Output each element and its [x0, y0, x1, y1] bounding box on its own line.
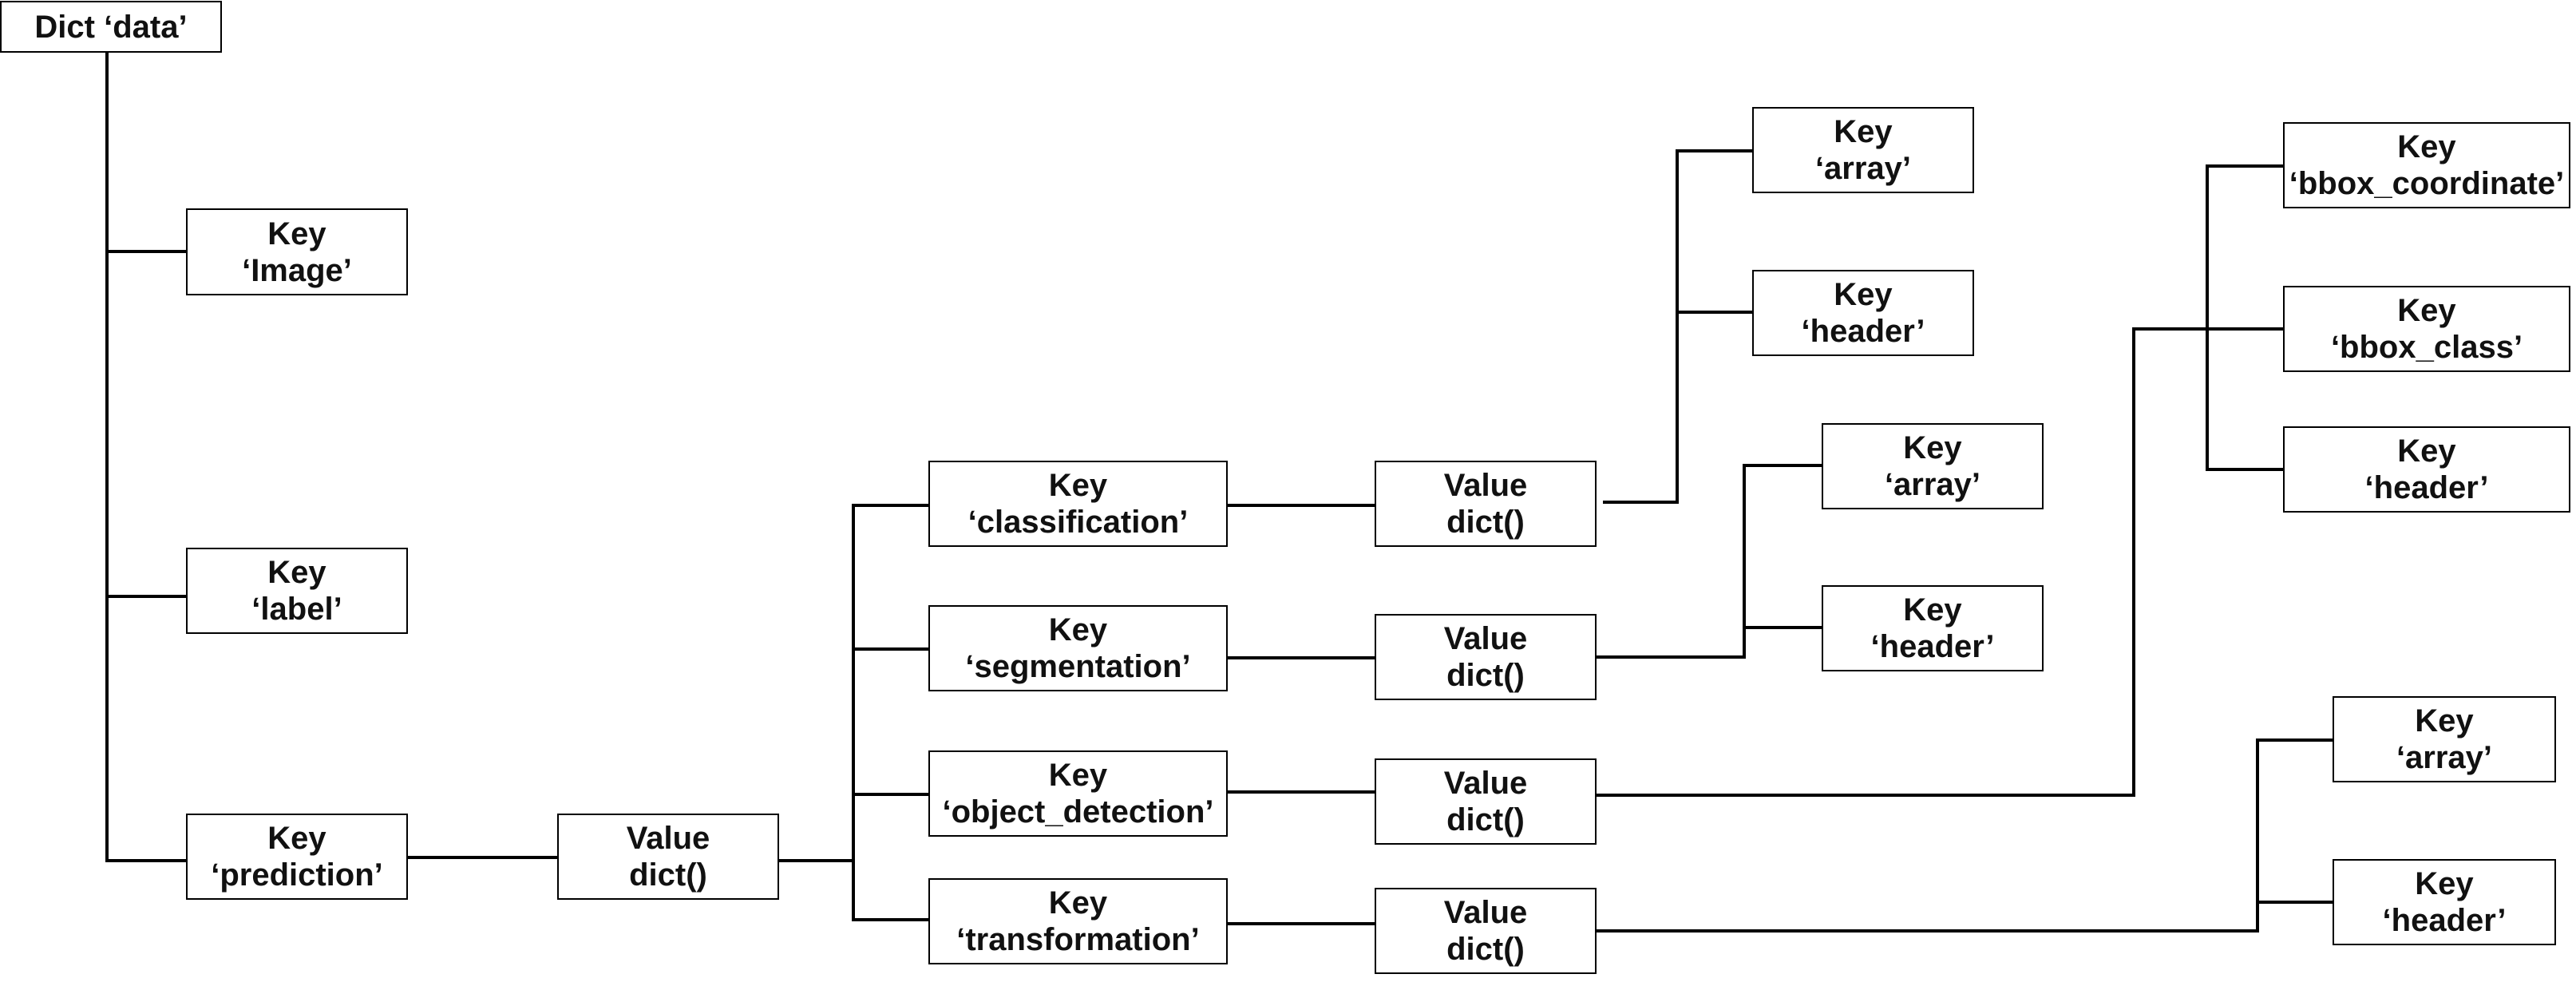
key-segmentation-box: Key ‘segmentation’ [928, 605, 1228, 691]
object-detection-key-bbox-class-line1: Key [2397, 293, 2456, 328]
segmentation-value-line2: dict() [1446, 658, 1525, 693]
prediction-value-line1: Value [626, 821, 710, 856]
object-detection-value-box: Value dict() [1375, 758, 1597, 845]
segmentation-key-header-box: Key ‘header’ [1822, 585, 2044, 671]
segmentation-key-array-box: Key ‘array’ [1822, 423, 2044, 509]
key-transformation-box: Key ‘transformation’ [928, 878, 1228, 964]
key-prediction-box: Key ‘prediction’ [186, 814, 408, 900]
prediction-value-box: Value dict() [557, 814, 779, 900]
object-detection-key-bbox-coordinate-box: Key ‘bbox_coordinate’ [2283, 122, 2570, 208]
segmentation-key-header-line1: Key [1903, 592, 1962, 628]
transformation-value-box: Value dict() [1375, 888, 1597, 974]
classification-key-array-line1: Key [1834, 114, 1893, 149]
transformation-value-line2: dict() [1446, 932, 1525, 967]
key-segmentation-line2: ‘segmentation’ [965, 649, 1191, 684]
key-image-box: Key ‘Image’ [186, 208, 408, 295]
key-classification-line1: Key [1048, 468, 1108, 503]
key-object-detection-line2: ‘object_detection’ [942, 794, 1214, 830]
key-prediction-line2: ‘prediction’ [211, 857, 383, 893]
classification-key-header-line2: ‘header’ [1801, 314, 1925, 349]
key-label-box: Key ‘label’ [186, 548, 408, 634]
key-label-line2: ‘label’ [251, 592, 342, 627]
object-detection-value-line2: dict() [1446, 802, 1525, 837]
segmentation-value-line1: Value [1443, 621, 1528, 656]
transformation-key-array-box: Key ‘array’ [2333, 696, 2556, 782]
object-detection-key-bbox-class-line2: ‘bbox_class’ [2330, 330, 2523, 365]
object-detection-key-header-line2: ‘header’ [2364, 470, 2489, 505]
classification-value-box: Value dict() [1375, 461, 1597, 547]
object-detection-key-header-line1: Key [2397, 434, 2456, 469]
key-transformation-line1: Key [1048, 885, 1108, 921]
key-object-detection-box: Key ‘object_detection’ [928, 750, 1228, 837]
root-label: Dict ‘data’ [34, 9, 188, 45]
key-object-detection-line1: Key [1048, 758, 1108, 793]
transformation-key-array-line2: ‘array’ [2396, 740, 2493, 775]
classification-value-line1: Value [1443, 468, 1528, 503]
key-classification-box: Key ‘classification’ [928, 461, 1228, 547]
object-detection-value-line1: Value [1443, 766, 1528, 801]
key-image-line1: Key [267, 216, 326, 251]
segmentation-key-array-line1: Key [1903, 430, 1962, 465]
transformation-key-header-line2: ‘header’ [2382, 903, 2507, 938]
segmentation-key-array-line2: ‘array’ [1884, 467, 1981, 502]
transformation-key-header-box: Key ‘header’ [2333, 859, 2556, 945]
transformation-key-array-line1: Key [2415, 703, 2474, 738]
transformation-key-header-line1: Key [2415, 866, 2474, 901]
classification-key-array-line2: ‘array’ [1814, 151, 1912, 186]
key-segmentation-line1: Key [1048, 612, 1108, 647]
object-detection-key-bbox-class-box: Key ‘bbox_class’ [2283, 286, 2570, 372]
segmentation-value-box: Value dict() [1375, 614, 1597, 700]
key-transformation-line2: ‘transformation’ [956, 922, 1200, 957]
root-dict-box: Dict ‘data’ [0, 1, 222, 53]
classification-key-array-box: Key ‘array’ [1752, 107, 1974, 193]
segmentation-key-header-line2: ‘header’ [1870, 629, 1995, 664]
object-detection-key-bbox-coordinate-line1: Key [2397, 129, 2456, 164]
classification-key-header-line1: Key [1834, 277, 1893, 312]
key-classification-line2: ‘classification’ [967, 505, 1189, 540]
object-detection-key-bbox-coordinate-line2: ‘bbox_coordinate’ [2289, 166, 2565, 201]
classification-value-line2: dict() [1446, 505, 1525, 540]
key-label-line1: Key [267, 555, 326, 590]
object-detection-key-header-box: Key ‘header’ [2283, 426, 2570, 513]
classification-key-header-box: Key ‘header’ [1752, 270, 1974, 356]
prediction-value-line2: dict() [629, 857, 707, 893]
key-image-line2: ‘Image’ [242, 252, 352, 288]
transformation-value-line1: Value [1443, 895, 1528, 930]
key-prediction-line1: Key [267, 821, 326, 856]
